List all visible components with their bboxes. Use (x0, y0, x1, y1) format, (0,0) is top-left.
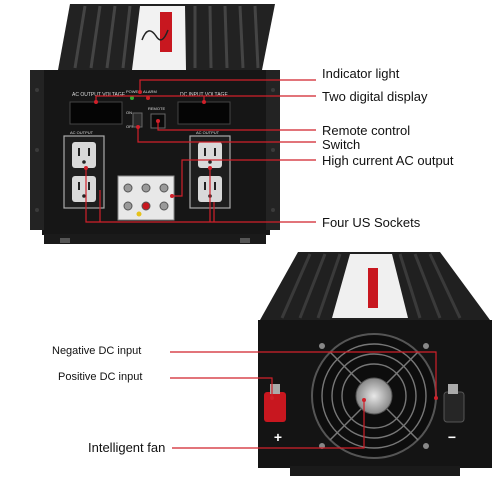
power-switch[interactable] (132, 112, 143, 128)
positive-sign: + (274, 429, 282, 445)
callout-remote-control: Remote control (322, 123, 411, 138)
callout-indicator-light: Indicator light (322, 66, 400, 81)
callout-intelligent-fan: Intelligent fan (88, 440, 166, 455)
dc-voltage-display (177, 101, 231, 125)
high-current-terminal-block (117, 175, 175, 221)
negative-dc-terminal: − (443, 384, 465, 445)
dc-voltage-caption: DC INPUT VOLTAGE (180, 92, 228, 98)
off-caption: OFF (126, 124, 135, 129)
callout-high-current-ac-output: High current AC output (322, 153, 454, 168)
callout-switch: Switch (322, 137, 361, 152)
positive-dc-terminal: + (264, 384, 286, 445)
callout-two-digital-display: Two digital display (322, 89, 428, 104)
ac-voltage-caption: AC OUTPUT VOLTAGE (72, 92, 126, 98)
callout-four-us-sockets: Four US Sockets (322, 215, 421, 230)
intelligent-fan (311, 333, 437, 459)
on-caption: ON (126, 110, 132, 115)
ac-voltage-display (69, 101, 123, 125)
top-inverter: AC OUTPUT VOLTAGE DC INPUT VOLTAGE POWER… (30, 4, 280, 244)
ac-outlet-left: AC OUTPUT (63, 130, 105, 209)
bottom-inverter: + − (258, 252, 492, 476)
negative-sign: − (448, 429, 456, 445)
top-side-vents (35, 88, 275, 212)
top-heatsink-fins (58, 4, 275, 70)
callout-negative-dc-input: Negative DC input (52, 345, 142, 357)
ac-outlet-left-caption: AC OUTPUT (70, 130, 94, 135)
callout-positive-dc-input: Positive DC input (58, 371, 143, 383)
remote-caption: REMOTE (148, 106, 165, 111)
ac-outlet-right-caption: AC OUTPUT (196, 130, 220, 135)
top-mounting-base (44, 234, 266, 244)
power-caption: POWER (126, 89, 141, 94)
power-indicator-light (130, 96, 134, 100)
alarm-caption: ALARM (143, 89, 157, 94)
bottom-callout-lines (170, 351, 437, 449)
alarm-indicator-light (146, 96, 150, 100)
